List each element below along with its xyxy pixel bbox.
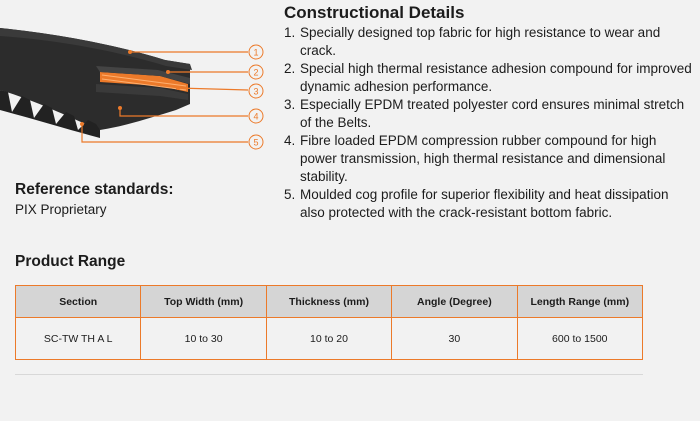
detail-item: 2. Special high thermal resistance adhes… — [284, 60, 694, 96]
belt-cross-section-diagram: 1 2 3 4 5 — [0, 28, 264, 150]
callout-3-label: 3 — [253, 87, 258, 97]
reference-standards-value: PIX Proprietary — [15, 202, 107, 217]
callout-1 — [248, 44, 264, 60]
detail-item: 3. Especially EPDM treated polyester cor… — [284, 96, 694, 132]
reference-standards-title: Reference standards: — [15, 181, 174, 198]
detail-number: 5. — [284, 187, 296, 202]
callout-5-label: 5 — [253, 138, 258, 148]
detail-text: Specially designed top fabric for high r… — [300, 25, 661, 58]
constructional-details: Constructional Details 1. Specially desi… — [284, 3, 694, 222]
callout-1-label: 1 — [253, 48, 258, 58]
detail-text: Especially EPDM treated polyester cord e… — [300, 97, 685, 130]
detail-item: 1. Specially designed top fabric for hig… — [284, 24, 694, 60]
detail-item: 4. Fibre loaded EPDM compression rubber … — [284, 132, 694, 186]
callout-3 — [248, 83, 264, 99]
table-row: SC-TW TH A L 10 to 30 10 to 20 30 600 to… — [14, 317, 644, 360]
belt-cogs — [0, 90, 100, 138]
cell-thickness: 10 to 20 — [265, 317, 393, 360]
detail-text: Moulded cog profile for superior flexibi… — [300, 187, 669, 220]
detail-number: 3. — [284, 97, 296, 112]
callout-2-label: 2 — [253, 68, 258, 78]
column-header-thickness: Thickness (mm) — [265, 285, 393, 318]
leader-line-5 — [81, 124, 248, 143]
bottom-divider — [15, 374, 643, 375]
detail-text: Special high thermal resistance adhesion… — [300, 61, 692, 94]
cell-section: SC-TW TH A L — [14, 317, 142, 360]
constructional-details-title: Constructional Details — [284, 3, 465, 22]
product-range-title: Product Range — [15, 253, 126, 270]
detail-text: Fibre loaded EPDM compression rubber com… — [300, 133, 666, 184]
cell-length-range: 600 to 1500 — [516, 317, 644, 360]
belt-body — [0, 28, 190, 130]
layer-adhesion — [96, 66, 190, 84]
column-header-length-range: Length Range (mm) — [516, 285, 644, 318]
layer-top-fabric — [0, 28, 192, 70]
column-header-angle: Angle (Degree) — [391, 285, 518, 318]
cell-angle: 30 — [391, 317, 518, 360]
detail-number: 1. — [284, 25, 296, 40]
reference-standards: Reference standards: PIX Proprietary — [15, 180, 174, 219]
product-range-table: Section Top Width (mm) Thickness (mm) An… — [14, 285, 644, 360]
cell-top-width: 10 to 30 — [140, 317, 267, 360]
detail-number: 2. — [284, 61, 296, 76]
detail-item: 5. Moulded cog profile for superior flex… — [284, 186, 694, 222]
layer-cord-lines — [101, 74, 187, 91]
layer-compression — [96, 84, 188, 100]
leader-line-3 — [177, 87, 249, 91]
column-header-section: Section — [14, 285, 142, 318]
callout-4-label: 4 — [253, 112, 258, 122]
callout-2 — [248, 64, 264, 80]
callout-5 — [248, 134, 264, 150]
leader-line-4 — [119, 108, 248, 117]
detail-number: 4. — [284, 133, 296, 148]
table-header-row: Section Top Width (mm) Thickness (mm) An… — [14, 285, 644, 318]
callout-4 — [248, 108, 264, 124]
column-header-top-width: Top Width (mm) — [140, 285, 267, 318]
